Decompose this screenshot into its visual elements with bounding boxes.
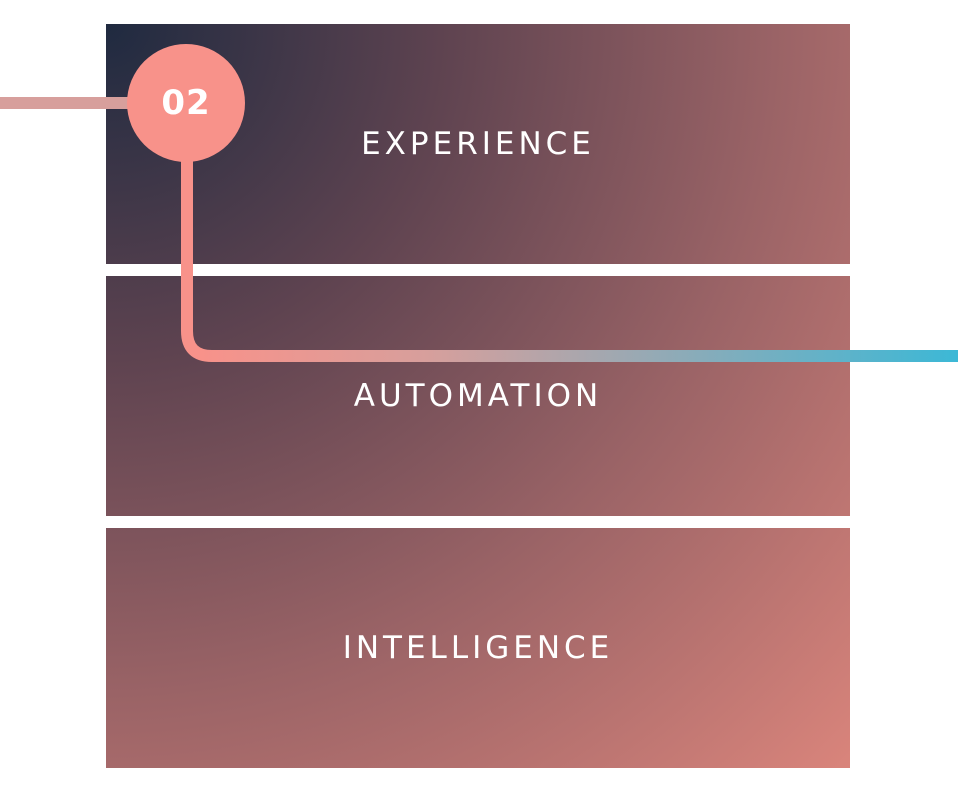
layer-experience: EXPERIENCE [106,24,850,264]
step-badge: 02 [127,44,245,162]
layer-label-automation: AUTOMATION [353,378,603,414]
layer-intelligence: INTELLIGENCE [106,528,850,768]
layer-label-experience: EXPERIENCE [361,126,595,162]
layer-label-intelligence: INTELLIGENCE [342,630,614,666]
step-number: 02 [161,83,211,123]
layer-divider [106,264,850,276]
layer-divider [106,516,850,528]
outgoing-line [181,150,958,362]
layer-stack: EXPERIENCE AUTOMATION INTELLIGENCE [106,24,850,768]
layer-automation: AUTOMATION [106,276,850,516]
